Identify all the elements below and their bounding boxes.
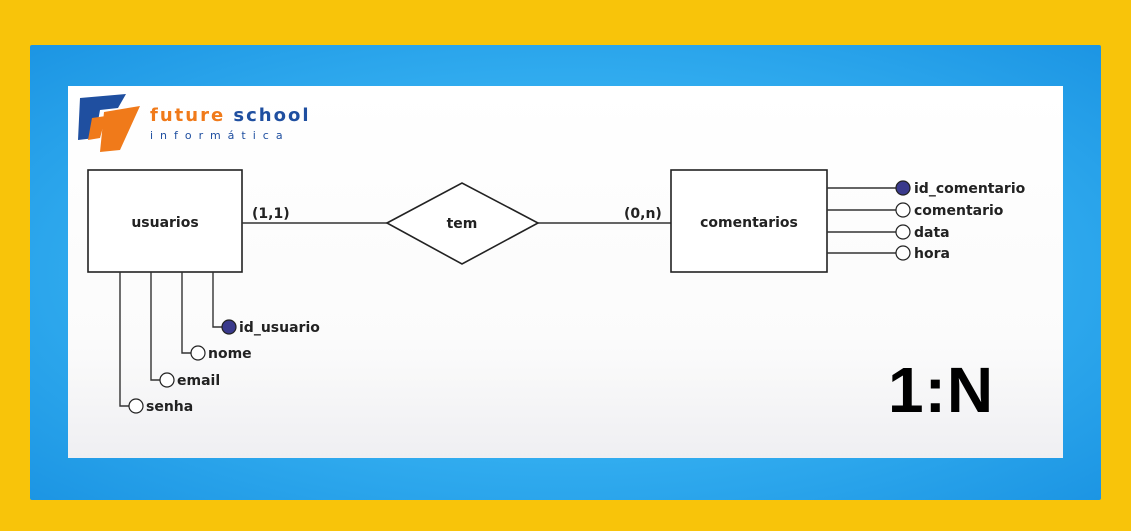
- attr-usuarios-0: id_usuario: [239, 320, 320, 336]
- key-attribute-icon: [221, 319, 237, 335]
- cardinality-right: (0,n): [624, 206, 662, 222]
- entity-comentarios-box: [670, 169, 828, 273]
- entity-usuarios-box: [87, 169, 243, 273]
- cardinality-left: (1,1): [252, 206, 290, 222]
- logo-mark-icon: [78, 94, 126, 140]
- attribute-icon: [190, 345, 206, 361]
- attr-usuarios-3: senha: [146, 399, 193, 415]
- attr-comentarios-1: comentario: [914, 203, 1004, 219]
- entity-comentarios-label: comentarios: [700, 215, 798, 231]
- key-attribute-icon: [895, 180, 911, 196]
- logo-tagline: informática: [150, 129, 290, 142]
- ratio-label: 1:N: [888, 354, 995, 426]
- attr-comentarios-0: id_comentario: [914, 181, 1026, 197]
- attribute-icon: [895, 202, 911, 218]
- attr-usuarios-1: nome: [208, 346, 252, 362]
- logo: future school informática: [78, 94, 311, 152]
- entity-usuarios-label: usuarios: [131, 215, 198, 231]
- relationship-label: tem: [447, 216, 478, 232]
- attribute-icon: [895, 245, 911, 261]
- attr-comentarios-3: hora: [914, 246, 950, 262]
- attribute-icon: [128, 398, 144, 414]
- attribute-icon: [159, 372, 175, 388]
- attribute-icon: [895, 224, 911, 240]
- attr-comentarios-2: data: [914, 225, 950, 241]
- relationship-diamond: [385, 182, 540, 265]
- attr-usuarios-2: email: [177, 373, 220, 389]
- logo-brand: future school: [150, 105, 311, 126]
